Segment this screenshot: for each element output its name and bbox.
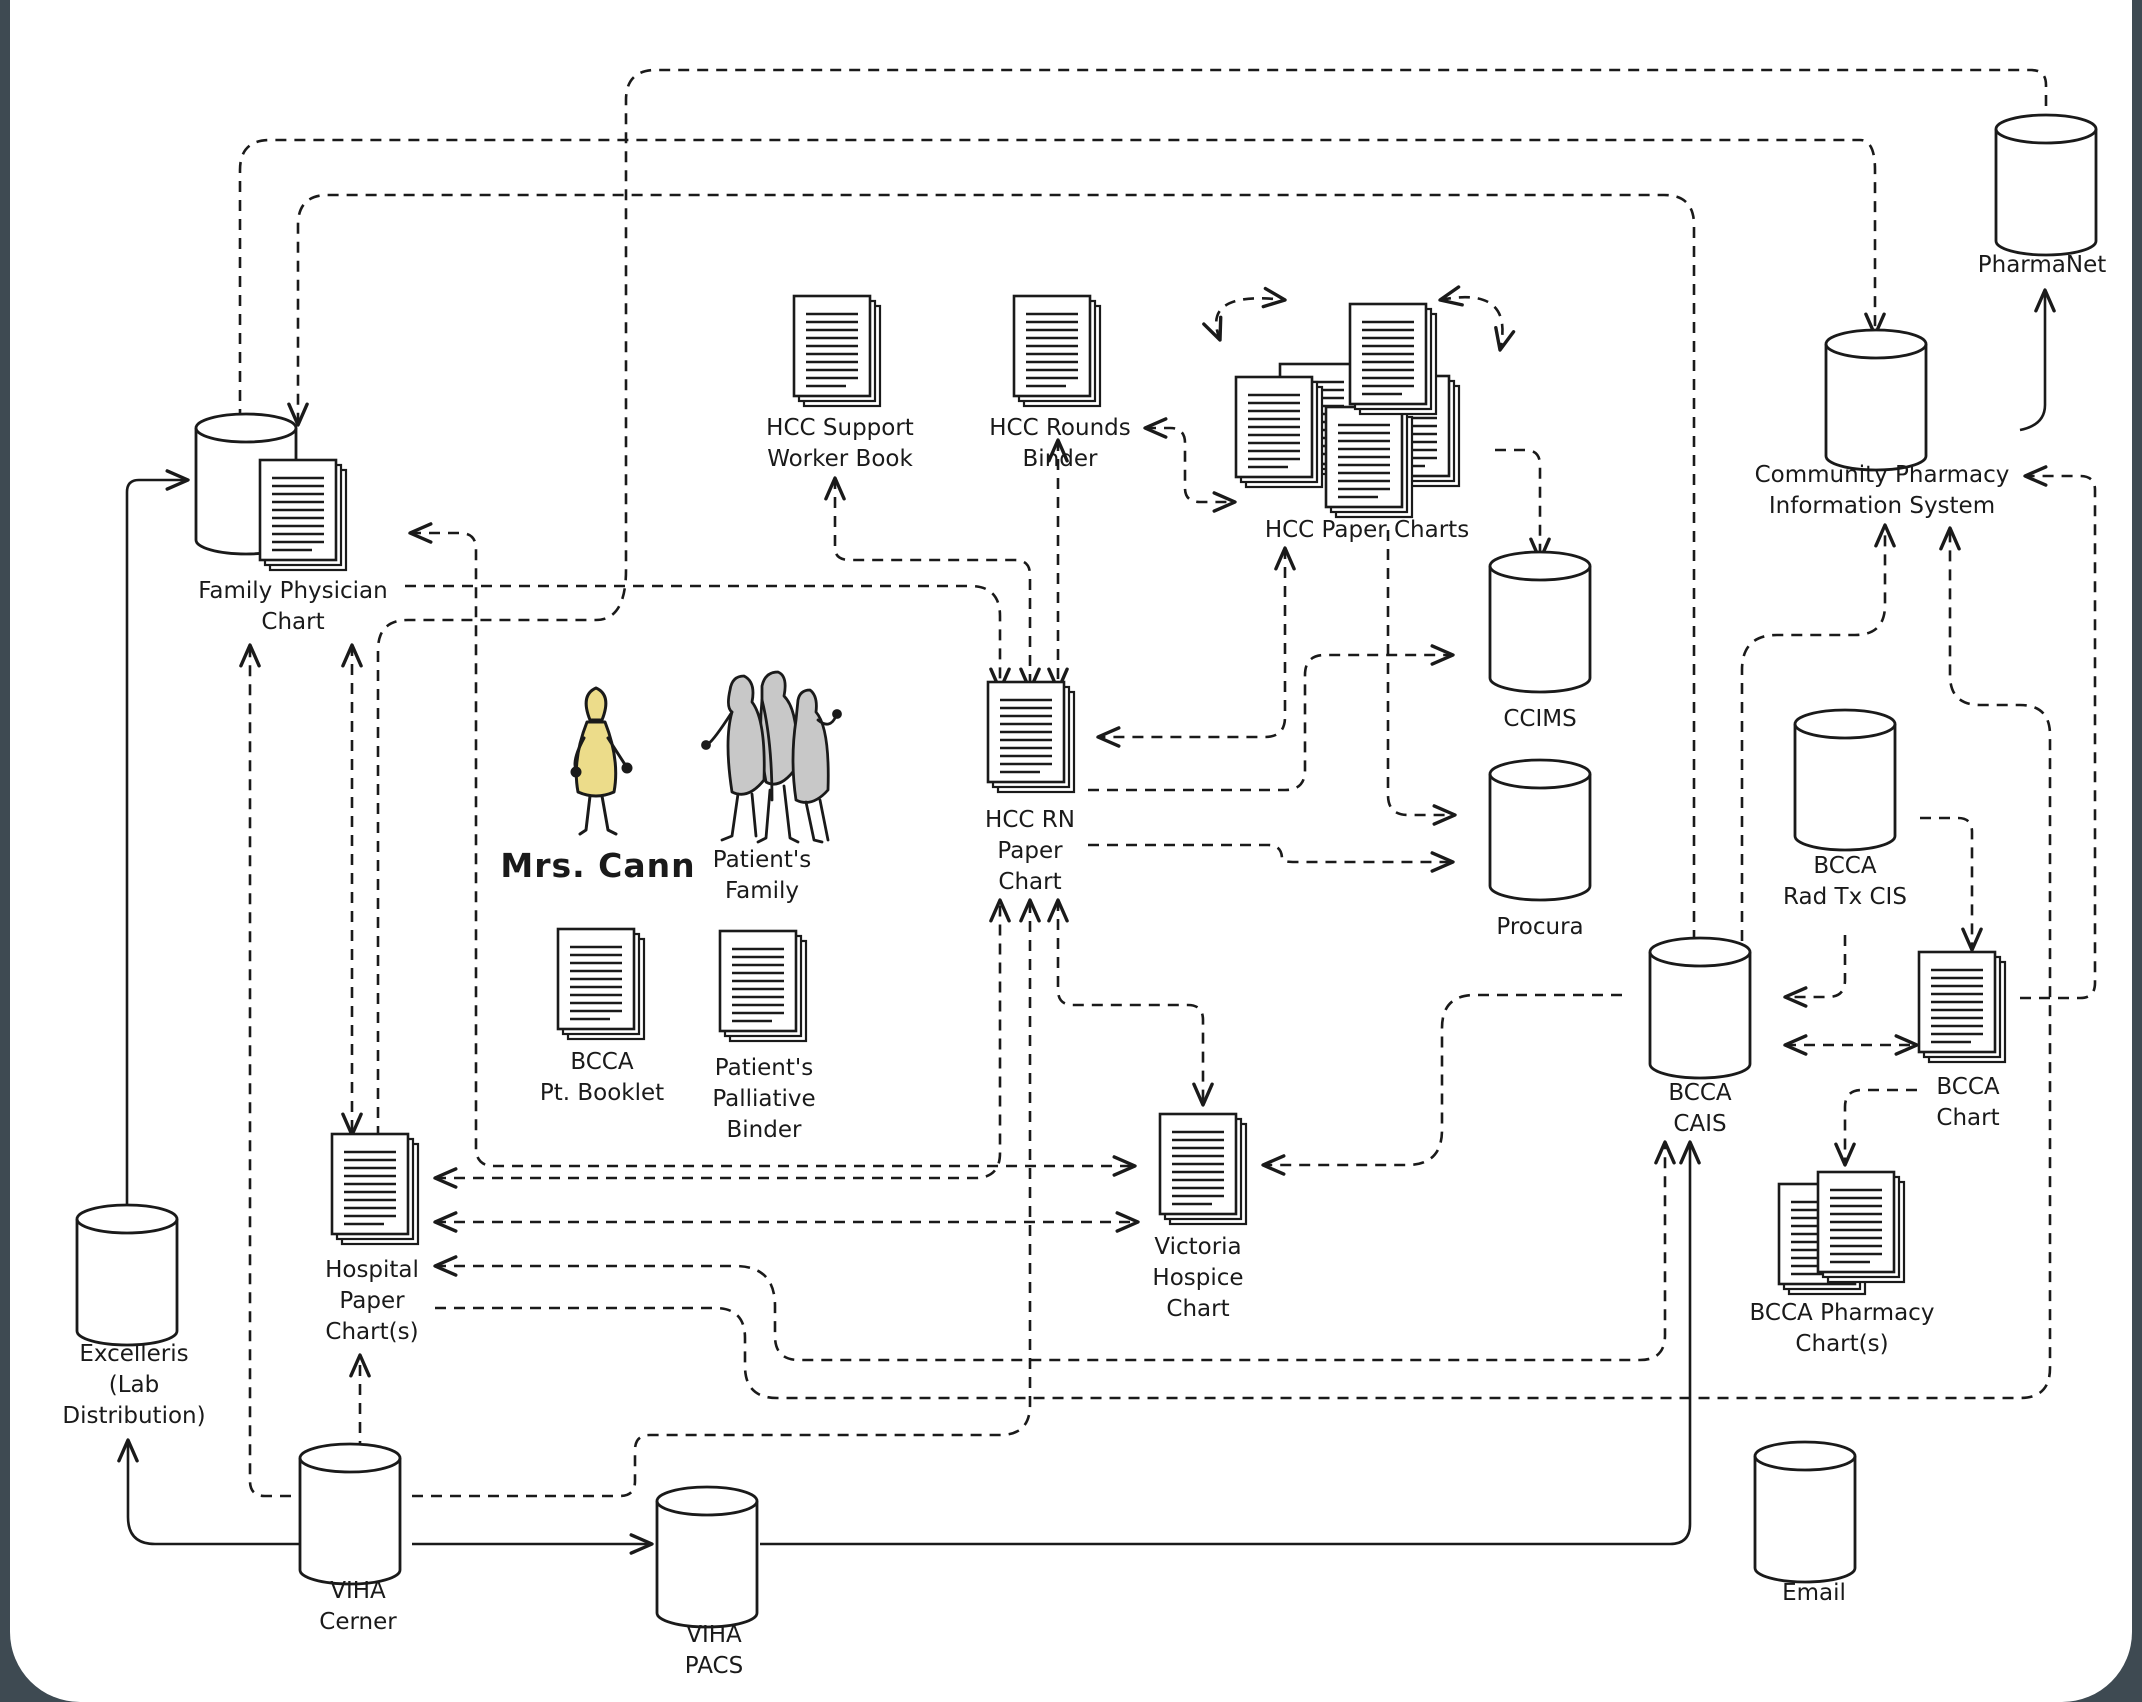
victoria-hospice-chart-icon (1160, 1114, 1246, 1224)
diagram-canvas: PharmaNet Community Pharmacy Information… (10, 0, 2132, 1702)
label-excelleris: Excelleris (Lab Distribution) (62, 1339, 205, 1432)
bcca-pt-booklet-icon (558, 929, 644, 1039)
bcca-cais-database-icon (1650, 938, 1750, 1078)
hcc-rounds-binder-icon (1014, 296, 1100, 406)
label-hcc-paper-charts: HCC Paper Charts (1265, 515, 1469, 546)
label-bcca-chart: BCCA Chart (1936, 1072, 1999, 1134)
bcca-chart-icon (1919, 952, 2005, 1062)
label-viha-pacs: VIHA PACS (685, 1620, 743, 1682)
label-bcca-rad-tx-cis: BCCA Rad Tx CIS (1783, 851, 1907, 913)
viha-cerner-database-icon (300, 1444, 400, 1584)
label-pharmanet: PharmaNet (1978, 250, 2106, 281)
pharmanet-database-icon (1996, 115, 2096, 255)
viha-pacs-database-icon (657, 1487, 757, 1627)
label-hcc-rn-paper-chart: HCC RN Paper Chart (985, 805, 1075, 898)
label-procura: Procura (1496, 912, 1583, 943)
label-patients-palliative-binder: Patient's Palliative Binder (712, 1053, 815, 1146)
label-viha-cerner: VIHA Cerner (319, 1576, 396, 1638)
bcca-rad-tx-cis-database-icon (1795, 710, 1895, 850)
procura-database-icon (1490, 760, 1590, 900)
hcc-rn-paper-chart-icon (988, 682, 1074, 792)
label-hcc-rounds-binder: HCC Rounds Binder (989, 413, 1130, 475)
mrs-cann-person-icon (572, 688, 631, 834)
label-mrs-cann: Mrs. Cann (500, 846, 695, 886)
patients-palliative-binder-icon (720, 931, 806, 1041)
ccims-database-icon (1490, 552, 1590, 692)
family-physician-chart-icon (196, 414, 346, 570)
label-bcca-cais: BCCA CAIS (1668, 1078, 1731, 1140)
patients-family-people-icon (703, 672, 841, 842)
label-hcc-support-worker-book: HCC Support Worker Book (766, 413, 914, 475)
hospital-paper-charts-icon (332, 1134, 418, 1244)
label-email: Email (1782, 1578, 1846, 1609)
label-victoria-hospice-chart: Victoria Hospice Chart (1152, 1232, 1243, 1325)
label-patients-family: Patient's Family (713, 845, 811, 907)
hcc-support-worker-book-icon (794, 296, 880, 406)
label-hospital-paper-charts: Hospital Paper Chart(s) (325, 1255, 419, 1348)
email-database-icon (1755, 1442, 1855, 1582)
label-bcca-pt-booklet: BCCA Pt. Booklet (540, 1047, 664, 1109)
hcc-paper-charts-icon (1236, 304, 1459, 517)
label-ccims: CCIMS (1503, 704, 1576, 735)
bcca-pharmacy-charts-icon (1779, 1172, 1904, 1294)
label-bcca-pharmacy-charts: BCCA Pharmacy Chart(s) (1750, 1298, 1935, 1360)
label-family-physician-chart: Family Physician Chart (198, 576, 387, 638)
label-community-pharmacy-is: Community Pharmacy Information System (1755, 460, 2010, 522)
community-pharmacy-database-icon (1826, 330, 1926, 470)
excelleris-database-icon (77, 1205, 177, 1345)
